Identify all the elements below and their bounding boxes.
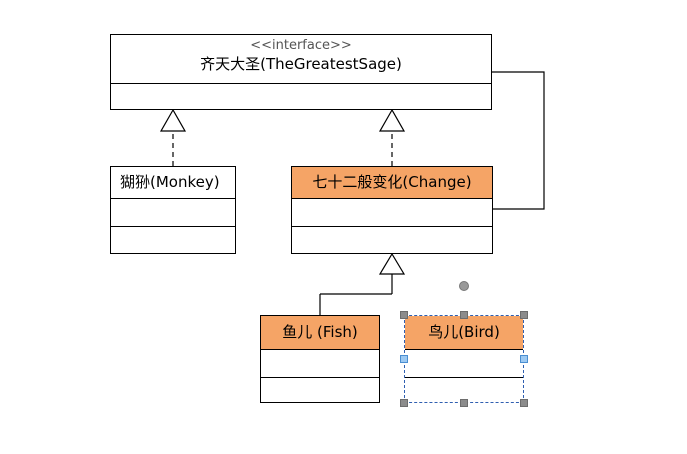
class-box-fish[interactable]: 鱼儿 (Fish) — [260, 315, 380, 403]
resize-handle-ne[interactable] — [520, 311, 528, 319]
class-name-fish: 鱼儿 (Fish) — [282, 323, 358, 341]
resize-handle-nw[interactable] — [400, 311, 408, 319]
class-header-fish: 鱼儿 (Fish) — [261, 316, 379, 350]
class-attributes-fish — [261, 350, 379, 378]
resize-handle-n[interactable] — [460, 311, 468, 319]
class-name-monkey: 猢狲(Monkey) — [120, 173, 220, 191]
class-attributes-monkey — [111, 199, 235, 227]
class-box-bird[interactable]: 鸟儿(Bird) — [404, 315, 524, 403]
resize-handle-s[interactable] — [460, 399, 468, 407]
resize-handle-e[interactable] — [520, 355, 528, 363]
class-attributes-bird — [405, 350, 523, 378]
class-box-monkey[interactable]: 猢狲(Monkey) — [110, 166, 236, 254]
association-line — [492, 71, 545, 210]
class-name-sage: 齐天大圣(TheGreatestSage) — [200, 55, 402, 73]
resize-handle-sw[interactable] — [400, 399, 408, 407]
realization-arrowhead-monkey — [159, 108, 187, 132]
class-header-monkey: 猢狲(Monkey) — [111, 167, 235, 199]
class-name-change: 七十二般变化(Change) — [312, 173, 472, 191]
class-name-bird: 鸟儿(Bird) — [428, 323, 500, 341]
rotate-handle[interactable] — [459, 281, 469, 291]
realization-arrowhead-change — [378, 108, 406, 132]
class-header-sage: <<interface>> 齐天大圣(TheGreatestSage) — [111, 35, 491, 84]
stereotype-label: <<interface>> — [250, 38, 352, 53]
class-header-change: 七十二般变化(Change) — [292, 167, 492, 199]
resize-handle-w[interactable] — [400, 355, 408, 363]
resize-handle-se[interactable] — [520, 399, 528, 407]
generalization-arrowhead — [378, 252, 406, 275]
class-header-bird: 鸟儿(Bird) — [405, 316, 523, 350]
class-box-change[interactable]: 七十二般变化(Change) — [291, 166, 493, 254]
class-box-sage[interactable]: <<interface>> 齐天大圣(TheGreatestSage) — [110, 34, 492, 110]
class-attributes-change — [292, 199, 492, 227]
